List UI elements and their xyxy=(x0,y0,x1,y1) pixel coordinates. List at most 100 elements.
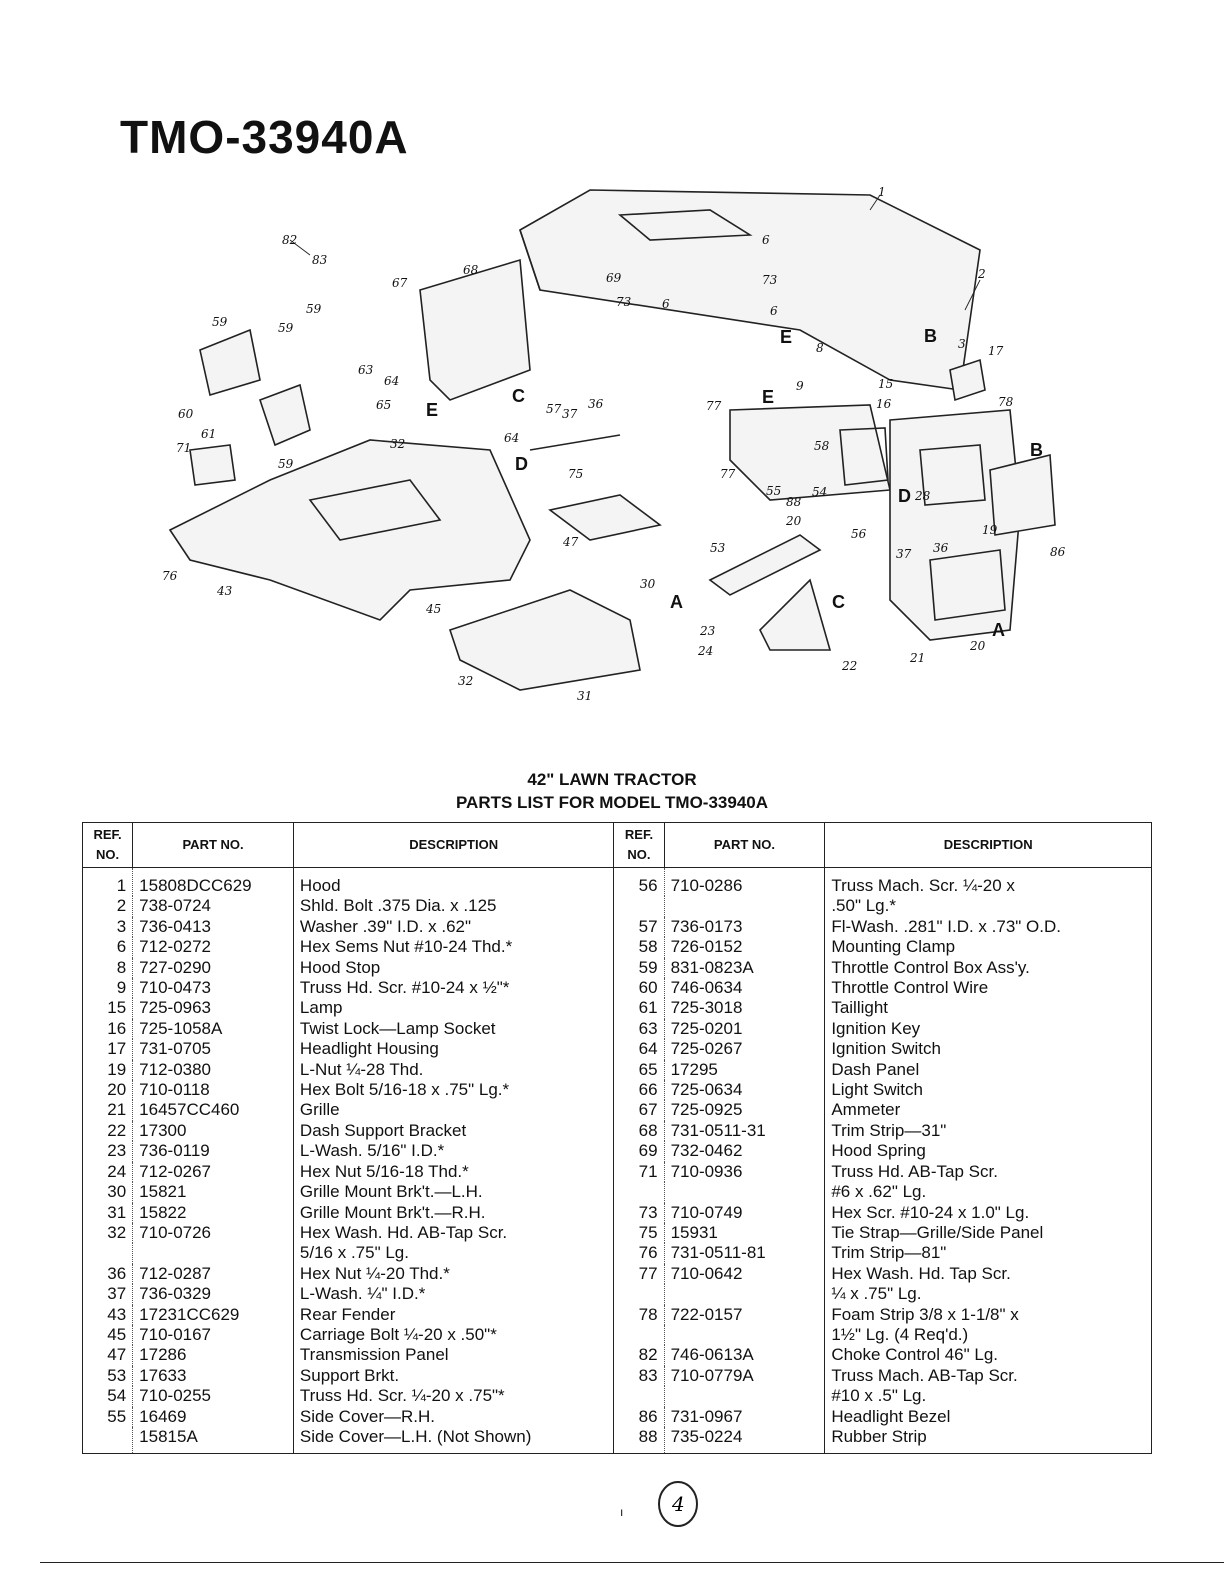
part-no-cell: 710-0255 xyxy=(132,1386,294,1407)
description-cell: Twist Lock—Lamp Socket xyxy=(293,1018,615,1040)
description-cell: Transmission Panel xyxy=(293,1345,615,1366)
description-cell: Light Switch xyxy=(831,1080,923,1100)
svg-text:47: 47 xyxy=(562,535,579,549)
part-no-cell: 725-3018 xyxy=(664,998,826,1019)
ref-no-cell: 59 xyxy=(613,957,665,979)
support-bracket-part xyxy=(708,534,822,596)
exploded-view-svg: 1 2 3 6 6 6 8 9 15 16 17 19 20 20 21 22 … xyxy=(162,185,1066,703)
description-cell: Mounting Clamp xyxy=(831,937,956,957)
ref-no-cell: 54 xyxy=(82,1386,134,1407)
ref-no-cell xyxy=(613,1386,665,1407)
part-no-cell: 710-0936 xyxy=(664,1161,826,1183)
description-cell: ¼ x .75" Lg. xyxy=(831,1284,922,1304)
svg-text:75: 75 xyxy=(568,467,583,481)
ref-no-cell: 1 xyxy=(82,867,134,897)
part-no-cell: 732-0462 xyxy=(664,1141,826,1162)
description-cell: Trim Strip—81" xyxy=(831,1243,947,1263)
table-header-row: REF. NO. PART NO. DESCRIPTION REF. NO. P… xyxy=(82,822,1152,868)
description-cell: Grille Mount Brk't.—L.H. xyxy=(293,1182,615,1203)
part-no-cell: 738-0724 xyxy=(132,896,294,917)
part-no-cell: 16469 xyxy=(132,1406,294,1427)
svg-text:45: 45 xyxy=(425,602,441,616)
svg-text:43: 43 xyxy=(216,584,233,598)
description-cell: Hex Bolt 5/16-18 x .75" Lg.* xyxy=(293,1080,615,1101)
description-cell: Hex Sems Nut #10-24 Thd.* xyxy=(293,937,615,958)
svg-text:6: 6 xyxy=(762,233,770,247)
svg-text:19: 19 xyxy=(982,523,998,537)
description-cell: Washer .39" I.D. x .62" xyxy=(293,916,615,938)
svg-text:C: C xyxy=(512,386,525,406)
description-cell: Fl-Wash. .281" I.D. x .73" O.D. xyxy=(831,916,1061,936)
ref-no-cell xyxy=(613,1324,665,1346)
description-cell: Side Cover—R.H. xyxy=(293,1406,615,1427)
svg-text:2: 2 xyxy=(977,267,986,281)
part-no-cell: 17300 xyxy=(132,1120,294,1142)
svg-text:9: 9 xyxy=(796,379,804,393)
ref-no-cell: 60 xyxy=(613,978,665,999)
description-cell: Shld. Bolt .375 Dia. x .125 xyxy=(293,896,615,917)
svg-text:37: 37 xyxy=(896,547,912,561)
model-title: TMO-33940A xyxy=(120,111,409,163)
ref-no-cell: 86 xyxy=(613,1406,665,1427)
description-cell: #10 x .5" Lg. xyxy=(831,1386,927,1406)
part-no-cell: 731-0511-81 xyxy=(664,1243,826,1264)
description-cell: Grille Mount Brk't.—R.H. xyxy=(293,1202,615,1223)
svg-text:31: 31 xyxy=(577,689,592,703)
ref-no-cell: 76 xyxy=(613,1243,665,1264)
part-no-cell xyxy=(664,1284,826,1305)
svg-text:57: 57 xyxy=(546,402,562,416)
ref-no-cell: 57 xyxy=(613,916,665,938)
part-no-cell: 710-0286 xyxy=(664,867,826,897)
part-no-cell: 746-0634 xyxy=(664,978,826,999)
part-no-cell: 725-0201 xyxy=(664,1018,826,1040)
part-no-cell: 727-0290 xyxy=(132,957,294,979)
ref-no-cell: 23 xyxy=(82,1141,134,1162)
svg-text:69: 69 xyxy=(606,271,622,285)
svg-text:56: 56 xyxy=(851,527,867,541)
part-no-cell: 15822 xyxy=(132,1202,294,1223)
description-cell: Side Cover—L.H. (Not Shown) xyxy=(293,1426,615,1455)
part-no-cell: 15931 xyxy=(664,1222,826,1244)
svg-text:83: 83 xyxy=(312,253,328,267)
part-no-cell: 725-0925 xyxy=(664,1100,826,1121)
svg-text:59: 59 xyxy=(212,315,228,329)
part-no-cell: 731-0967 xyxy=(664,1406,826,1427)
part-no-cell xyxy=(664,1386,826,1407)
hood-part xyxy=(519,189,981,391)
svg-text:77: 77 xyxy=(706,399,722,413)
part-no-cell: 712-0380 xyxy=(132,1059,294,1081)
part-no-cell: 736-0329 xyxy=(132,1284,294,1305)
ref-no-cell: 16 xyxy=(82,1018,134,1040)
part-no-cell: 712-0267 xyxy=(132,1161,294,1183)
part-no-cell: 726-0152 xyxy=(664,937,826,958)
svg-text:3: 3 xyxy=(958,337,966,351)
part-no-cell: 17633 xyxy=(132,1365,294,1387)
part-no-cell xyxy=(664,896,826,917)
ref-no-cell: 24 xyxy=(82,1161,134,1183)
part-no-cell: 17286 xyxy=(132,1345,294,1366)
part-no-cell: 731-0705 xyxy=(132,1039,294,1060)
svg-text:D: D xyxy=(898,486,911,506)
grille-part xyxy=(889,409,1021,641)
part-no-cell: 17231CC629 xyxy=(132,1304,294,1325)
description-cell: Rubber Strip xyxy=(824,1426,1152,1455)
svg-text:21: 21 xyxy=(909,651,925,665)
part-no-cell xyxy=(132,1243,294,1264)
ref-no-cell: 9 xyxy=(82,978,134,999)
part-no-cell: 16457CC460 xyxy=(132,1100,294,1121)
description-cell: Throttle Control Wire xyxy=(831,978,989,998)
ref-no-cell: 75 xyxy=(613,1222,665,1244)
ref-no-cell: 37 xyxy=(82,1284,134,1305)
svg-text:20: 20 xyxy=(785,514,802,528)
taillight-part xyxy=(189,444,236,486)
ref-no-cell: 66 xyxy=(613,1080,665,1101)
